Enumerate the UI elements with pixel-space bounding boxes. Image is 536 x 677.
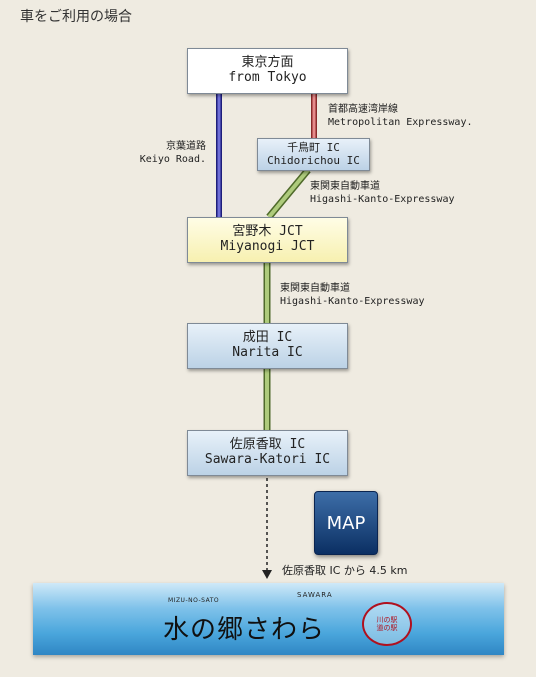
distance-label: 佐原香取 IC から 4.5 km — [282, 564, 408, 577]
box-narita-ic: 成田 IC Narita IC — [187, 323, 348, 369]
sawara-banner[interactable]: MIZU-NO-SATO SAWARA 水の郷さわら 川の駅 道の駅 — [33, 583, 504, 655]
box-sawara-katori-ic: 佐原香取 IC Sawara-Katori IC — [187, 430, 348, 476]
map-button[interactable]: MAP — [314, 491, 378, 555]
arrow-down-icon — [262, 570, 272, 579]
banner-logo-text: 水の郷さわら — [163, 615, 326, 645]
road-label-keiyo: 京葉道路 Keiyo Road. — [139, 141, 206, 165]
road-label-higashi-kanto-1: 東関東自動車道 Higashi-Kanto-Expressway — [310, 181, 455, 205]
box-miyanogi-jct: 宮野木 JCT Miyanogi JCT — [187, 217, 348, 263]
banner-small-text: MIZU-NO-SATO — [168, 597, 220, 604]
road-label-metropolitan: 首都高速湾岸線 Metropolitan Expressway. — [328, 104, 473, 128]
station-seal-icon: 川の駅 道の駅 — [362, 602, 412, 646]
road-label-higashi-kanto-2: 東関東自動車道 Higashi-Kanto-Expressway — [280, 283, 425, 307]
page-title: 車をご利用の場合 — [20, 9, 132, 25]
box-from-tokyo: 東京方面 from Tokyo — [187, 48, 348, 94]
banner-romaji-text: SAWARA — [297, 591, 333, 599]
box-chidorichou-ic: 千鳥町 IC Chidorichou IC — [257, 138, 370, 171]
